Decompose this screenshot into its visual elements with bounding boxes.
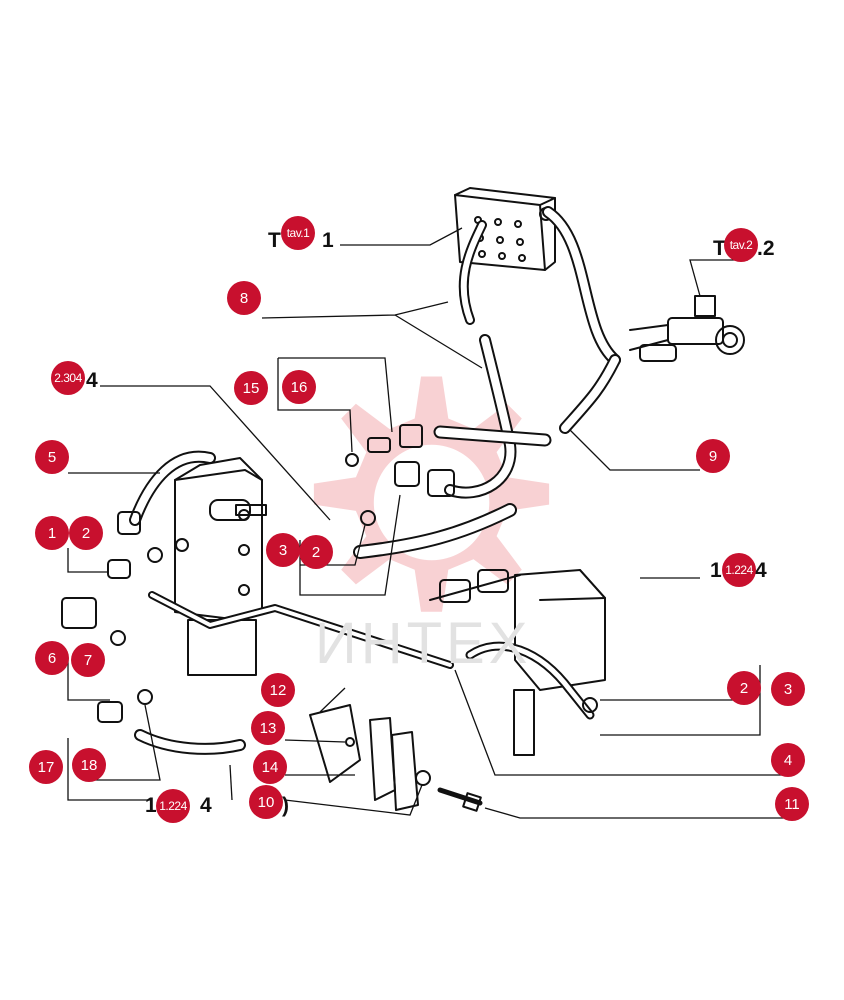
callout-1[interactable]: 1	[35, 516, 69, 550]
callout-15[interactable]: 15	[234, 371, 268, 405]
ref-tav1-left: T	[268, 229, 281, 252]
ref-2304-right: 4	[86, 369, 98, 392]
callout-9[interactable]: 9	[696, 439, 730, 473]
callout-13[interactable]: 13	[251, 711, 285, 745]
callout-6[interactable]: 6	[35, 641, 69, 675]
callout-8[interactable]: 8	[227, 281, 261, 315]
callout-2-right[interactable]: 2	[727, 671, 761, 705]
callout-4[interactable]: 4	[771, 743, 805, 777]
elbow-fitting	[360, 461, 455, 526]
fitting-16	[345, 424, 423, 467]
callout-5[interactable]: 5	[35, 440, 69, 474]
bolt	[437, 787, 483, 806]
callout-11[interactable]: 11	[775, 787, 809, 821]
callout-7[interactable]: 7	[71, 643, 105, 677]
callout-2-left[interactable]: 2	[69, 516, 103, 550]
callout-18[interactable]: 18	[72, 748, 106, 782]
callout-tav2[interactable]: tav.2	[724, 228, 758, 262]
control-plate	[454, 187, 556, 271]
callout-3-right[interactable]: 3	[771, 672, 805, 706]
callout-tav1[interactable]: tav.1	[281, 216, 315, 250]
ref-10-right: )	[282, 794, 289, 817]
tee-fitting	[629, 295, 745, 362]
ref-1224a-left: 1	[710, 559, 722, 582]
callout-14[interactable]: 14	[253, 750, 287, 784]
callout-16[interactable]: 16	[282, 370, 316, 404]
ref-tav1-right: 1	[322, 229, 334, 252]
callout-1224-lower[interactable]: 1.224	[156, 789, 190, 823]
ref-tav2-right: .2	[757, 237, 775, 260]
callout-2304[interactable]: 2.304	[51, 361, 85, 395]
ref-1224b-left: 1	[145, 794, 157, 817]
leader-lines	[67, 227, 790, 819]
valve-block	[429, 569, 606, 756]
control-valve-body	[174, 457, 267, 676]
ref-1224b-right: 4	[200, 794, 212, 817]
ref-tav2-left: T	[713, 237, 726, 260]
callout-2-center[interactable]: 2	[299, 535, 333, 569]
callout-1224-upper[interactable]: 1.224	[722, 553, 756, 587]
callout-12[interactable]: 12	[261, 673, 295, 707]
watermark-text: ИНТЕХ	[315, 611, 532, 676]
callout-10[interactable]: 10	[249, 785, 283, 819]
ref-1224a-right: 4	[755, 559, 767, 582]
callout-3-center[interactable]: 3	[266, 533, 300, 567]
clamp-set	[309, 704, 419, 811]
callout-17[interactable]: 17	[29, 750, 63, 784]
